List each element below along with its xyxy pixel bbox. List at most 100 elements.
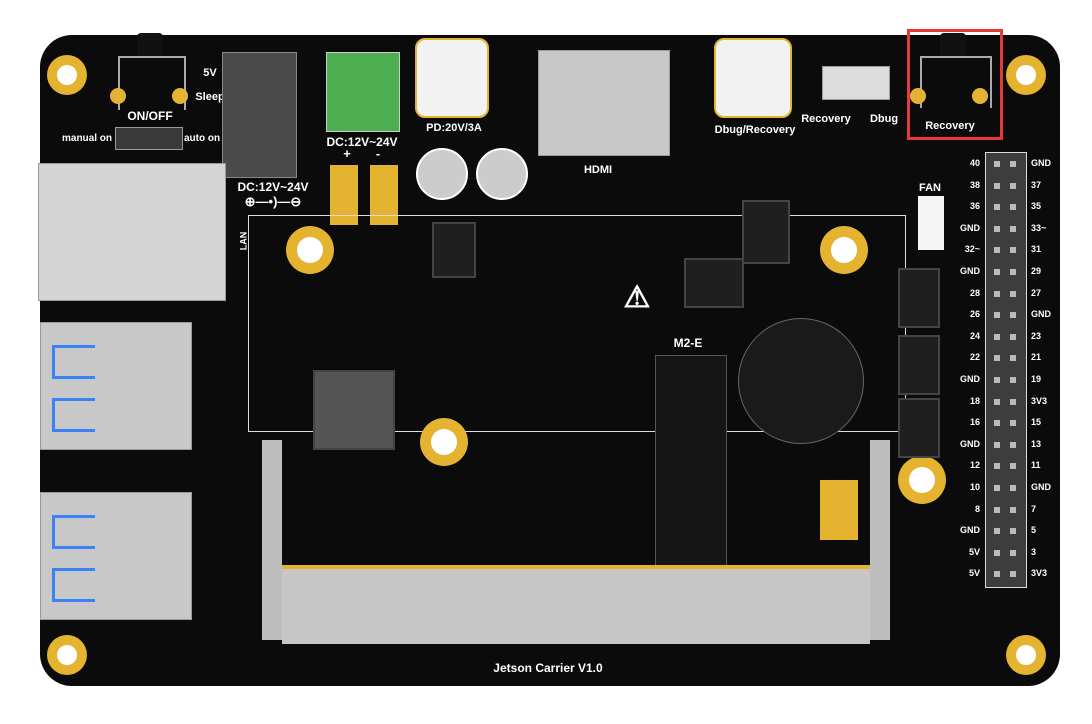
gpio-pin	[994, 161, 1000, 167]
gpio-left-label: 24	[969, 330, 980, 341]
capacitor	[476, 148, 528, 200]
dc-terminal-label: DC:12V~24V	[326, 135, 398, 149]
switch-recovery-label: Recovery	[801, 113, 851, 125]
chip	[684, 258, 744, 308]
recovery-dbug-switch[interactable]	[822, 66, 890, 100]
gpio-left-label: 5V	[968, 546, 980, 557]
sodimm-latch-left	[262, 440, 282, 640]
dc-terminal-block[interactable]	[326, 52, 400, 132]
gpio-left-label: 38	[969, 179, 980, 190]
gpio-left-label: 36	[969, 201, 980, 212]
gpio-right-label: 27	[1031, 287, 1042, 298]
auto-on-label: auto on	[183, 133, 221, 144]
recovery-button-cap[interactable]	[940, 33, 966, 57]
gpio-left-label: GND	[960, 525, 980, 536]
gpio-pin	[1010, 528, 1016, 535]
gpio-pin	[1010, 312, 1016, 319]
gpio-pin	[994, 441, 1000, 448]
gpio-pin	[994, 333, 1000, 340]
usb-c-pd-port[interactable]	[415, 38, 489, 118]
gpio-pin	[994, 463, 1000, 470]
gpio-pin	[994, 269, 1000, 275]
power-mode-jumper[interactable]	[115, 127, 183, 150]
hdmi-port[interactable]	[538, 50, 670, 156]
gpio-pin	[1010, 506, 1016, 513]
usb-a-port-stack[interactable]	[40, 322, 192, 450]
gpio-left-label: 16	[969, 417, 980, 428]
gpio-left-label: 10	[969, 482, 980, 492]
sodimm-latch-right	[870, 440, 890, 640]
gpio-pin	[994, 290, 1000, 297]
m2e-label: M2-E	[673, 336, 703, 350]
gpio-pin	[1010, 485, 1016, 491]
gpio-pin	[994, 571, 1000, 578]
gpio-pin	[994, 485, 1000, 491]
sodimm-slot[interactable]	[282, 565, 870, 644]
gpio-pin	[994, 247, 1000, 254]
gpio-left-label: 8	[974, 503, 980, 514]
gpio-pin	[1010, 161, 1016, 167]
dc-barrel-jack[interactable]	[222, 52, 297, 178]
lan-label: LAN	[238, 231, 249, 251]
ethernet-port[interactable]	[38, 163, 226, 301]
capacitor	[820, 480, 858, 540]
gpio-left-label: 32~	[964, 244, 980, 255]
recovery-button-label: Recovery	[925, 120, 975, 132]
gpio-pin	[994, 398, 1000, 405]
gpio-left-label: GND	[960, 266, 980, 276]
manual-on-label: manual on	[61, 133, 113, 144]
gpio-right-label: 3	[1031, 546, 1037, 557]
plus-label: +	[343, 146, 351, 161]
gpio-pin	[994, 312, 1000, 319]
gpio-pin	[994, 377, 1000, 383]
led-5v-label: 5V	[203, 67, 217, 79]
m2e-slot[interactable]	[655, 355, 727, 582]
gpio-left-label: GND	[960, 374, 980, 384]
gpio-pin	[994, 549, 1000, 556]
switch-dbug-label: Dbug	[869, 113, 899, 125]
gpio-left-label: 40	[969, 158, 980, 168]
gpio-pin	[994, 528, 1000, 535]
usb-c-debug-port[interactable]	[714, 38, 792, 118]
recovery-button[interactable]	[920, 56, 992, 108]
gpio-left-label: 18	[969, 395, 980, 406]
gpio-left-label: 12	[969, 460, 980, 471]
chip	[898, 268, 940, 328]
gpio-pin	[1010, 398, 1016, 405]
hdmi-label: HDMI	[583, 164, 613, 176]
dc-jack-label: DC:12V~24V	[237, 180, 309, 194]
gpio-right-label: 3V3	[1031, 568, 1048, 579]
power-switch[interactable]	[118, 56, 186, 110]
pd-label: PD:20V/3A	[426, 122, 482, 134]
mounting-hole	[47, 55, 87, 95]
gpio-right-label: 7	[1031, 503, 1037, 514]
gpio-pin	[1010, 549, 1016, 556]
chip	[898, 335, 940, 395]
gpio-right-label: 5	[1031, 525, 1037, 536]
gpio-pin	[994, 506, 1000, 513]
onoff-label: ON/OFF	[127, 109, 173, 123]
gpio-pin	[1010, 290, 1016, 297]
gpio-pin	[994, 355, 1000, 362]
power-switch-knob[interactable]	[137, 33, 163, 57]
gpio-left-label: 26	[969, 309, 980, 320]
gpio-right-label: 33~	[1031, 222, 1047, 233]
chip	[898, 398, 940, 458]
gpio-left-label: 22	[969, 352, 980, 363]
led-sleep-label: Sleep	[195, 91, 225, 103]
highlight-box	[907, 29, 1003, 140]
esd-warning-icon: ⚠	[623, 281, 651, 314]
gpio-pin	[1010, 355, 1016, 362]
gpio-left-label: 5V	[968, 568, 980, 579]
gpio-pin	[1010, 571, 1016, 578]
gpio-pin	[1010, 441, 1016, 448]
gpio-right-label: 23	[1031, 330, 1042, 341]
capacitor	[416, 148, 468, 200]
minus-label: -	[375, 146, 381, 161]
fan-connector[interactable]	[918, 196, 944, 250]
gpio-right-label: 37	[1031, 179, 1042, 190]
gpio-right-label: 29	[1031, 266, 1042, 276]
usb-a-port-stack[interactable]	[40, 492, 192, 620]
dbug-recovery-label: Dbug/Recovery	[714, 124, 796, 136]
gpio-right-label: GND	[1031, 482, 1051, 492]
